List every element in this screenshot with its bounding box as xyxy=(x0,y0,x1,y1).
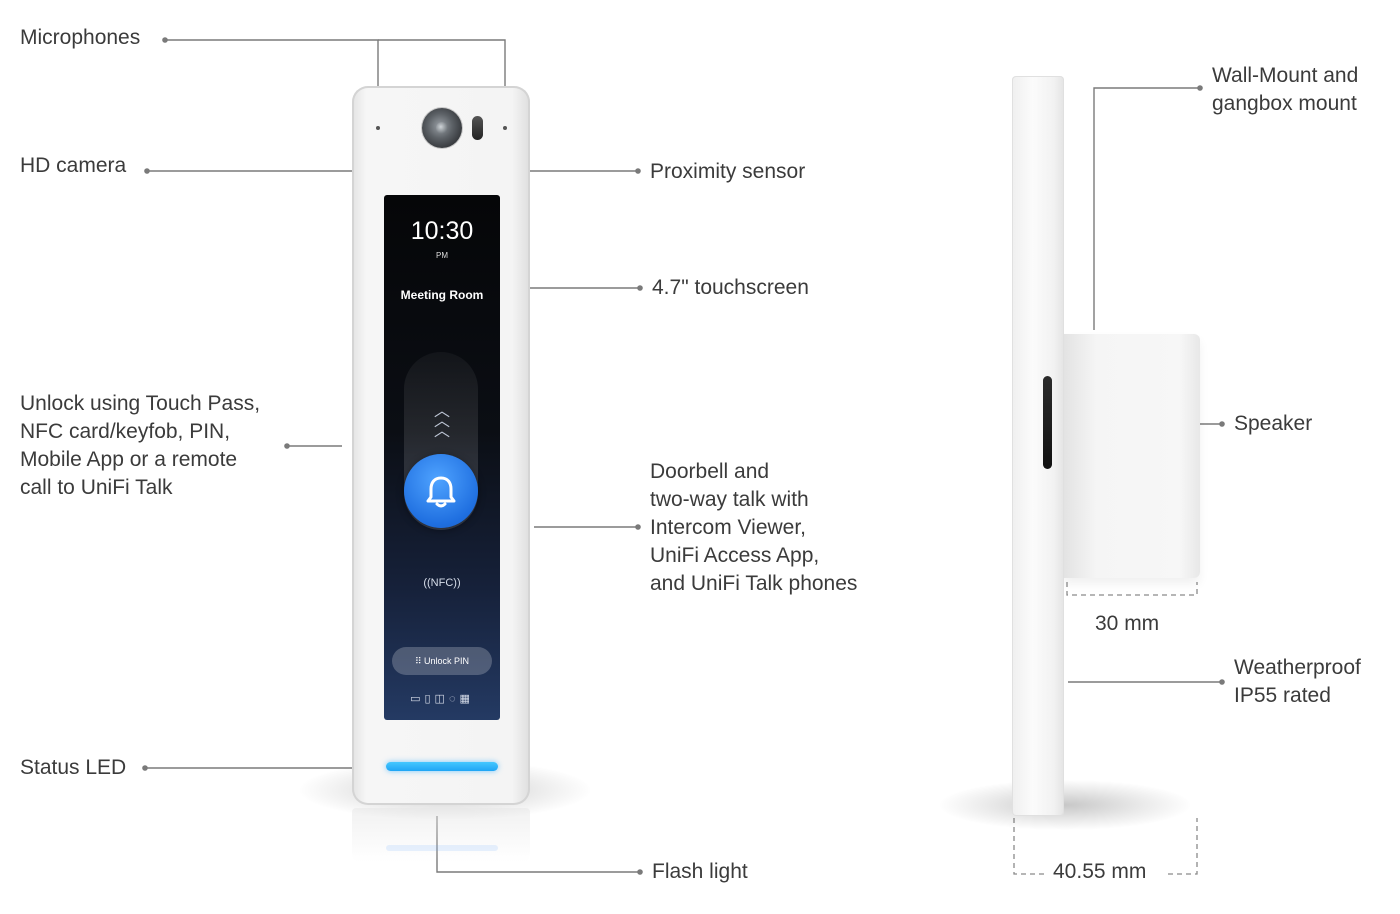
label-doorbell: Doorbell and two-way talk with Intercom … xyxy=(650,460,858,595)
credential-icons: ▭▯◫◌▦ xyxy=(384,692,500,705)
microphone-left xyxy=(376,126,380,130)
label-wall-mount: Wall-Mount and gangbox mount xyxy=(1212,64,1359,115)
label-depth-box: 30 mm xyxy=(1095,612,1160,635)
doorbell-button[interactable] xyxy=(404,454,478,528)
leader-dot-doorbell xyxy=(635,524,641,530)
screen-ampm: PM xyxy=(436,251,448,260)
label-unlock-methods: Unlock using Touch Pass, NFC card/keyfob… xyxy=(20,392,261,499)
nfc-icon: ◌ xyxy=(448,693,460,705)
nfc-indicator: ((NFC)) xyxy=(423,577,461,589)
leader-dot-status-led xyxy=(142,765,148,771)
label-flash-light: Flash light xyxy=(652,860,748,883)
unlock-pin-button[interactable]: ⠿ Unlock PIN xyxy=(392,647,492,675)
label-proximity-sensor: Proximity sensor xyxy=(650,160,806,183)
hd-camera-lens xyxy=(422,108,462,148)
touch-pass-icon: ◫ xyxy=(434,693,449,705)
intercom-side xyxy=(1012,76,1064,816)
label-status-led: Status LED xyxy=(20,756,127,779)
label-speaker: Speaker xyxy=(1234,412,1313,435)
label-weatherproof: Weatherproof IP55 rated xyxy=(1234,656,1361,707)
touchscreen[interactable]: 10:30 PM Meeting Room ︿︿︿ ((NFC)) ⠿ Unlo… xyxy=(384,195,500,720)
leader-dot-unlock xyxy=(284,443,290,449)
label-microphones: Microphones xyxy=(20,26,141,49)
status-led-bar xyxy=(386,762,498,771)
leader-dot-flash-light xyxy=(637,869,643,875)
front-device-reflection xyxy=(352,808,530,868)
leader-dot-hd-camera xyxy=(144,168,150,174)
microphone-right xyxy=(503,126,507,130)
leader-dot-weatherproof xyxy=(1219,679,1225,685)
dimension-total-depth-right xyxy=(1168,818,1198,875)
card-icon: ▭ xyxy=(410,693,425,705)
label-touchscreen: 4.7" touchscreen xyxy=(652,276,809,299)
phone-icon: ▯ xyxy=(424,693,435,705)
speaker-slot xyxy=(1043,376,1052,469)
screen-room-name: Meeting Room xyxy=(400,288,484,302)
chevrons-up-icon: ︿︿︿ xyxy=(433,403,450,440)
leader-dot-proximity xyxy=(635,168,641,174)
side-device-shadow xyxy=(940,780,1190,830)
leader-dot-microphones xyxy=(162,37,168,43)
qr-icon: ▦ xyxy=(459,693,474,705)
leader-dot-wall-mount xyxy=(1197,85,1203,91)
label-hd-camera: HD camera xyxy=(20,154,127,177)
dimension-box-depth xyxy=(1066,582,1198,596)
leader-wall-mount xyxy=(1093,87,1200,330)
bell-icon xyxy=(426,476,456,508)
proximity-sensor xyxy=(472,116,483,140)
dimension-total-depth-left xyxy=(1013,818,1046,875)
gangbox-mount xyxy=(1062,334,1200,578)
label-depth-total: 40.55 mm xyxy=(1053,860,1147,883)
leader-microphones xyxy=(165,39,379,122)
leader-dot-speaker xyxy=(1219,421,1225,427)
leader-dot-touchscreen xyxy=(637,285,643,291)
screen-time: 10:30 xyxy=(410,217,474,245)
keypad-icon: ⠿ xyxy=(414,656,422,666)
flash-light-reflection xyxy=(386,845,498,851)
unlock-pin-label: Unlock PIN xyxy=(424,656,470,666)
